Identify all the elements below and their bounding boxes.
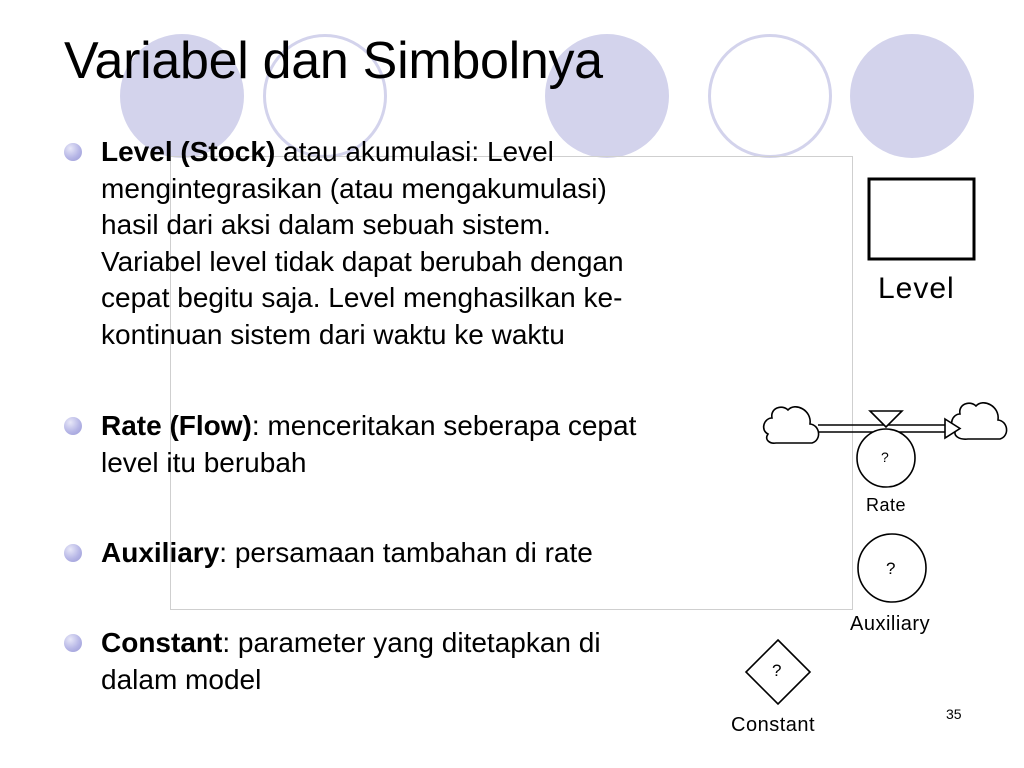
decor-circle <box>545 34 669 158</box>
bullet-line: cepat begitu saja. Level menghasilkan ke… <box>101 282 623 313</box>
bullet-icon <box>64 634 82 652</box>
auxiliary-circle <box>857 533 927 603</box>
bullet-term: Rate (Flow) <box>101 410 252 441</box>
decor-circle <box>120 34 244 158</box>
bullet-icon <box>64 417 82 435</box>
bullet-line: dalam model <box>101 663 262 695</box>
constant-label: Constant <box>731 714 816 736</box>
constant-question-mark: ? <box>772 661 782 680</box>
bullet-line: kontinuan sistem dari waktu ke waktu <box>101 318 565 350</box>
bullet-text: Constant: parameter yang ditetapkan di d… <box>101 625 601 698</box>
level-label: Level <box>878 272 955 305</box>
bullet-icon <box>64 544 82 562</box>
auxiliary-label: Auxiliary <box>850 613 931 635</box>
bullet-line: mengintegrasikan (atau mengakumulasi) <box>101 172 607 204</box>
bullet-text: Level (Stock) atau akumulasi: Level meng… <box>101 134 624 353</box>
slide-title: Variabel dan Simbolnya <box>64 32 603 90</box>
auxiliary-question-mark: ? <box>886 559 896 578</box>
bullet-icon <box>64 143 82 161</box>
bullet-line: hasil dari aksi dalam sebuah sistem. <box>101 209 551 240</box>
bullet-line: : parameter yang ditetapkan di <box>222 627 601 658</box>
bullet-text: Auxiliary: persamaan tambahan di rate <box>101 535 593 572</box>
source-cloud-icon <box>762 406 820 444</box>
bullet-line: atau akumulasi: Level <box>275 136 554 167</box>
bullet-line: : menceritakan seberapa cepat <box>251 410 637 441</box>
bullet-term: Constant <box>101 627 223 658</box>
rate-label: Rate <box>866 495 907 515</box>
sink-cloud-icon <box>950 402 1008 440</box>
bullet-line: level itu berubah <box>101 446 307 478</box>
content-frame <box>170 156 853 610</box>
rate-question-mark: ? <box>881 449 889 465</box>
bullet-term: Level (Stock) <box>101 136 276 167</box>
rate-circle <box>856 428 916 488</box>
decor-circle <box>850 34 974 158</box>
bullet-line: : persamaan tambahan di rate <box>219 537 593 568</box>
bullet-text: Rate (Flow): menceritakan seberapa cepat… <box>101 408 636 481</box>
valve-icon <box>868 410 904 429</box>
constant-diamond <box>744 638 812 706</box>
level-box <box>867 177 976 261</box>
bullet-term: Auxiliary <box>101 537 220 568</box>
page-number: 35 <box>946 706 962 722</box>
flow-arrowhead-icon <box>944 417 962 440</box>
bullet-line: Variabel level tidak dapat berubah denga… <box>101 245 624 277</box>
